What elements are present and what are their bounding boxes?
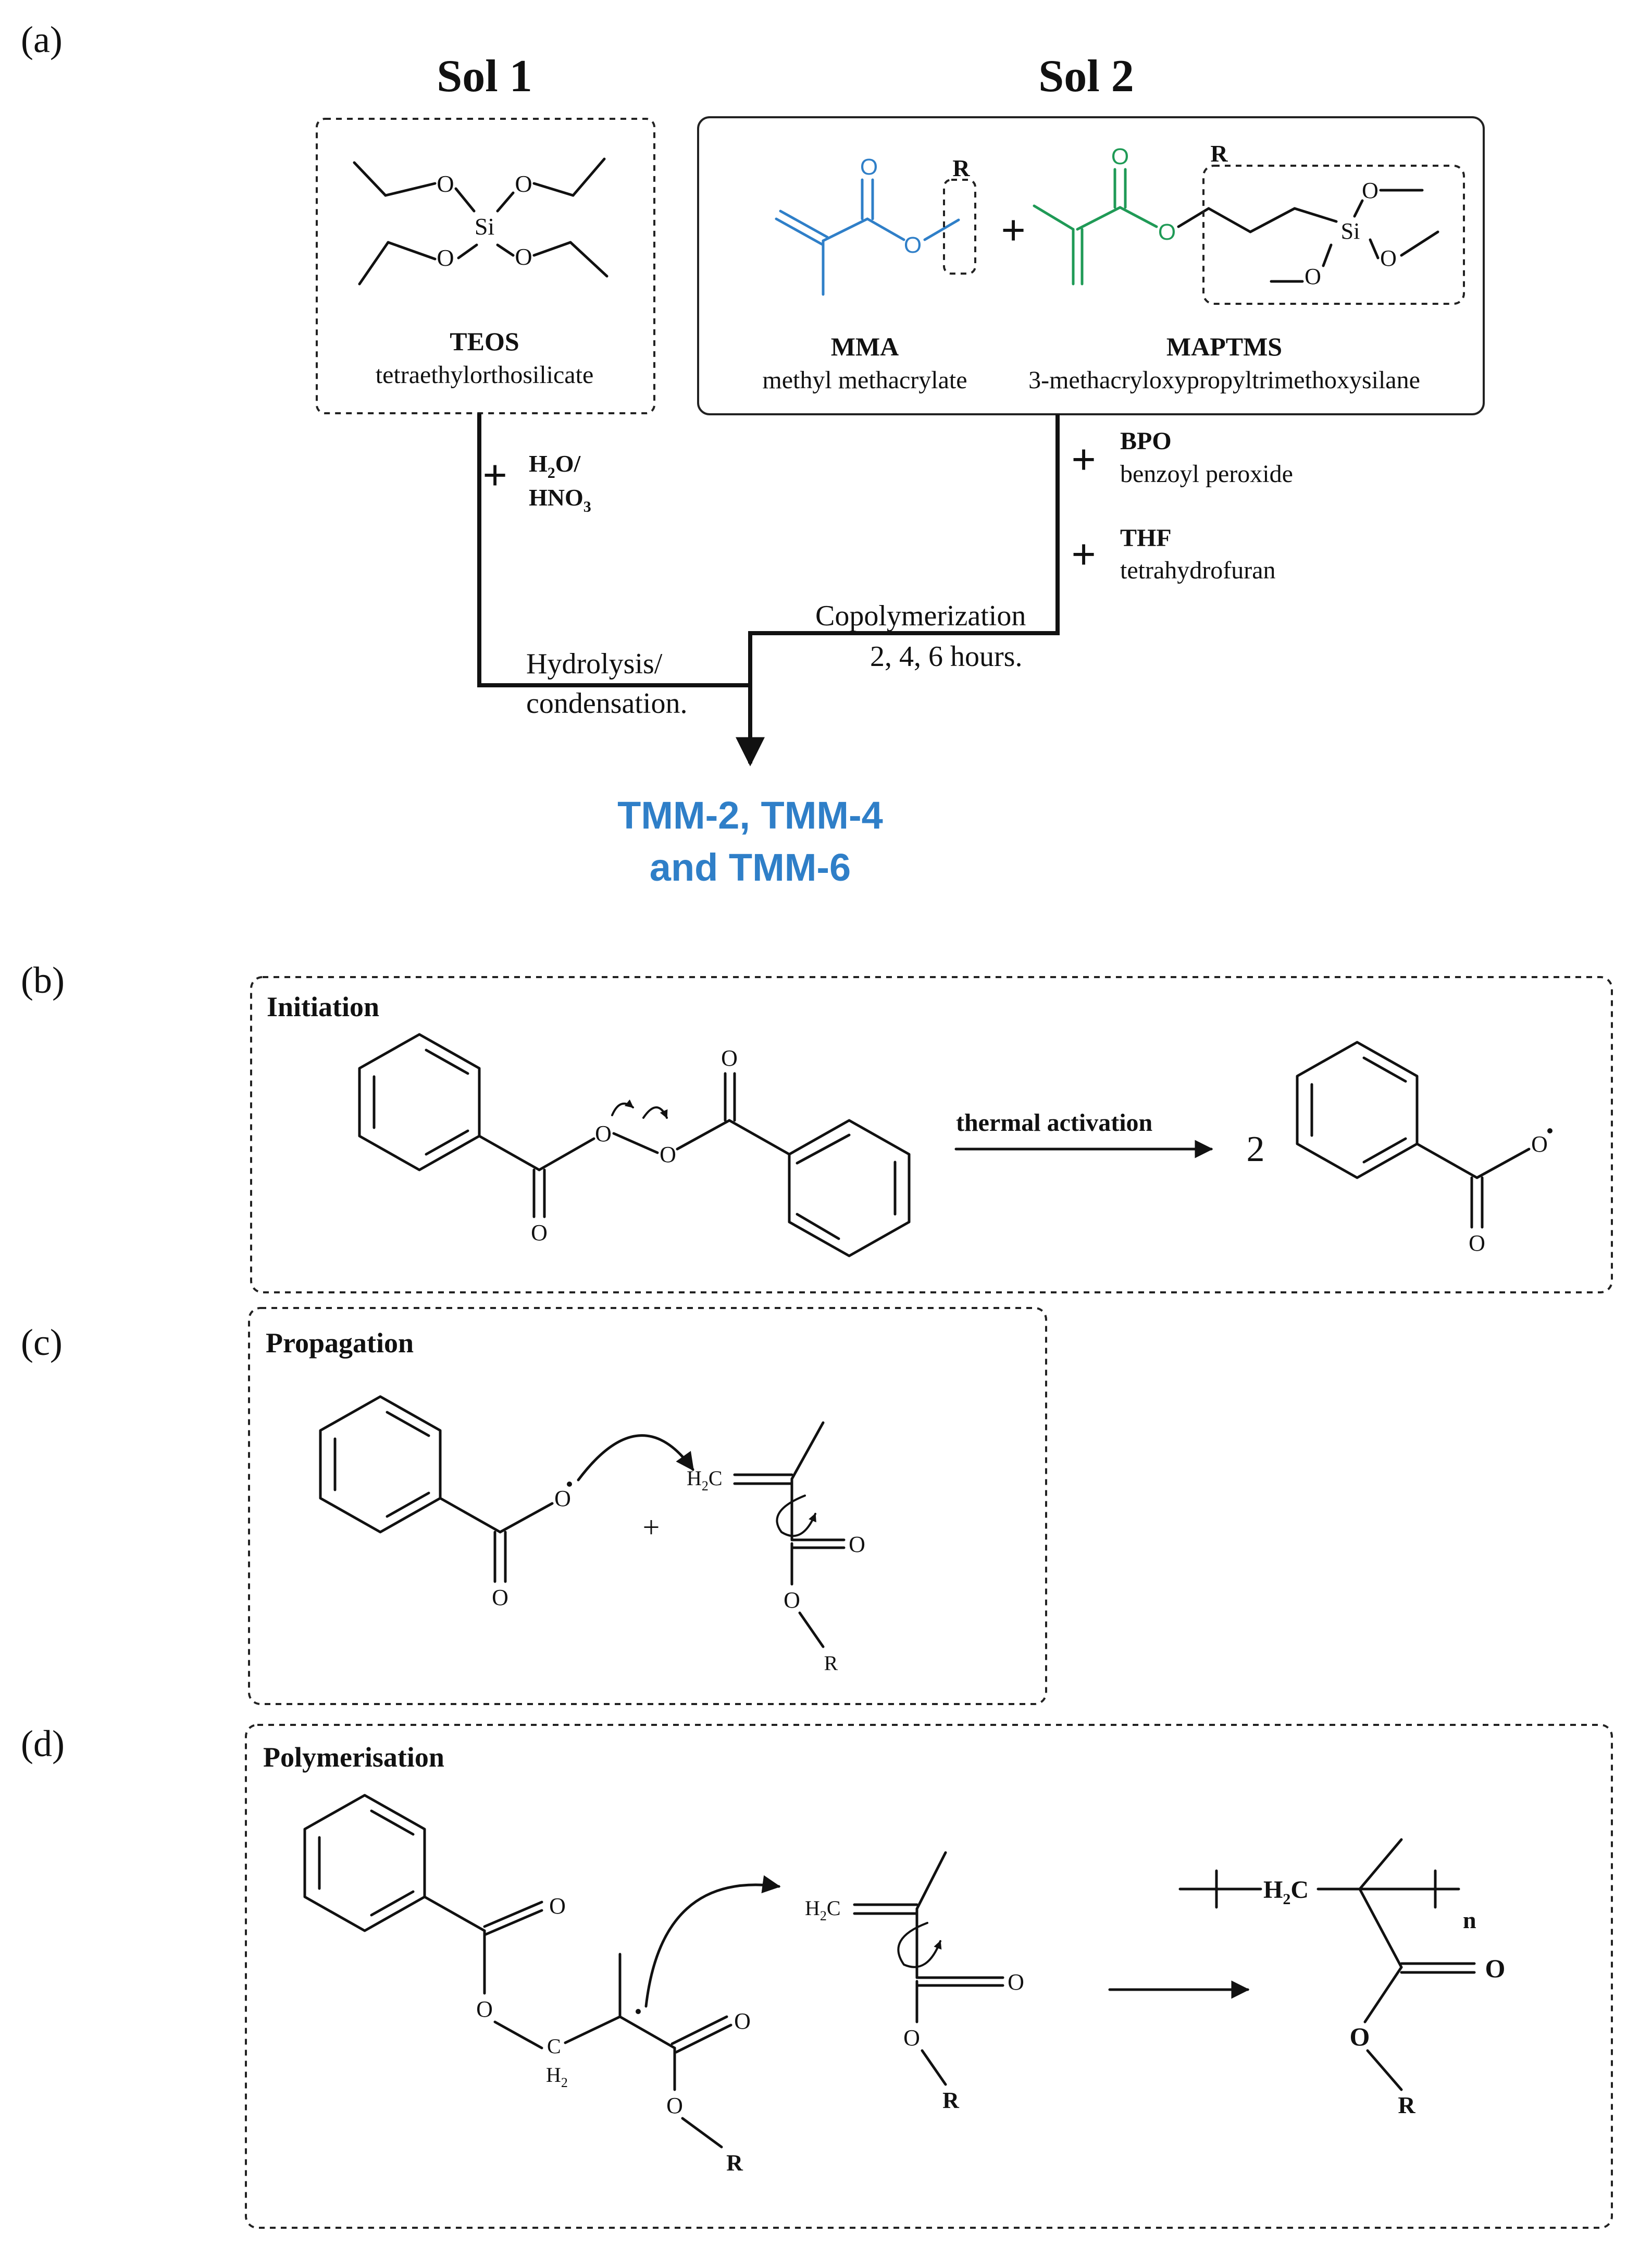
maptms-r-box [1202, 165, 1465, 305]
h2c-label: H2C [805, 1896, 841, 1923]
propagation-plus: + [643, 1510, 660, 1544]
atom-o: O [1008, 1969, 1024, 1995]
polymerisation-box [245, 1724, 1613, 2229]
maptms-name: MAPTMS [1166, 332, 1282, 361]
teos-structure: O O Si O O [353, 157, 608, 286]
mma-full-name: methyl methacrylate [762, 366, 967, 394]
benzoyloxy-radical: O O [1296, 1041, 1552, 1256]
atom-o: O [531, 1220, 548, 1245]
teos-name: TEOS [450, 327, 519, 356]
atom-o: O [437, 244, 454, 271]
product-line2: and TMM-6 [650, 846, 851, 889]
atom-o: O [515, 170, 532, 197]
atom-o: O [734, 2008, 751, 2034]
ch2-label: C [547, 2034, 561, 2058]
mma-name: MMA [831, 332, 899, 361]
h2c-label: H2C [687, 1466, 723, 1494]
atom-si: Si [475, 213, 494, 240]
polymerisation-title: Polymerisation [263, 1742, 444, 1773]
atom-o: O [1111, 144, 1129, 169]
atom-r: R [824, 1651, 838, 1675]
bpo-name: BPO [1120, 427, 1172, 455]
propagation-monomer: H2C O O R [687, 1421, 865, 1675]
propagation-radical: O O [319, 1395, 572, 1610]
atom-o: O [1158, 219, 1176, 245]
atom-o: O [784, 1587, 800, 1613]
polymerisation-attack-arrow [644, 1875, 781, 2008]
sol1-box [316, 118, 655, 414]
propagation-box [248, 1307, 1047, 1705]
initiation-box [250, 976, 1613, 1293]
thf-full-name: tetrahydrofuran [1120, 557, 1276, 584]
propagation-attack-arrow [577, 1434, 694, 1482]
sol1-title: Sol 1 [437, 51, 532, 102]
atom-o: O [1305, 264, 1321, 289]
bpo-plus: + [1071, 436, 1096, 484]
atom-o: O [1485, 1954, 1506, 1983]
product-line1: TMM-2, TMM-4 [617, 794, 883, 837]
sol2-step-line1: Copolymerization [815, 600, 1026, 632]
atom-o: O [515, 243, 532, 270]
maptms-structure: O O O Si O O [1033, 144, 1439, 289]
atom-o: O [1380, 245, 1397, 271]
panel-label-b: (b) [21, 959, 65, 1001]
atom-o: O [437, 170, 454, 197]
thf-name: THF [1120, 524, 1172, 552]
atom-o: O [549, 1893, 566, 1919]
sol2-step-line2: 2, 4, 6 hours. [870, 640, 1022, 673]
sol2-title: Sol 2 [1038, 51, 1134, 102]
initiation-title: Initiation [267, 991, 379, 1022]
atom-o: O [1531, 1131, 1548, 1157]
mma-r-label: R [952, 155, 970, 181]
mma-structure: O O [775, 154, 960, 296]
atom-o: O [903, 2025, 920, 2051]
maptms-r-label: R [1210, 140, 1228, 167]
thermal-activation-label: thermal activation [956, 1109, 1152, 1137]
teos-full-name: tetraethylorthosilicate [376, 361, 594, 389]
atom-o: O [660, 1142, 676, 1167]
mma-r-box [943, 179, 976, 275]
atom-o: O [595, 1121, 612, 1146]
sol1-reagent-line1: H2O/ [529, 450, 581, 482]
flow-lines [477, 413, 1060, 767]
maptms-full-name: 3-methacryloxypropyltrimethoxysilane [1028, 366, 1420, 394]
panel-label-d: (d) [21, 1723, 65, 1764]
thf-plus: + [1071, 530, 1096, 579]
bpo-full-name: benzoyl peroxide [1120, 460, 1293, 488]
atom-o: O [721, 1045, 738, 1071]
atom-o: O [904, 232, 922, 258]
atom-o: O [1469, 1230, 1485, 1256]
atom-o: O [492, 1585, 508, 1610]
pmma-repeat-unit: H2C n O O R [1178, 1838, 1506, 2118]
atom-o: O [554, 1486, 571, 1511]
growing-chain-radical: O O C H2 O O R [303, 1794, 751, 2176]
repeat-h2c: H2C [1263, 1876, 1309, 1908]
atom-o: O [476, 1996, 493, 2022]
atom-r: R [942, 2088, 960, 2113]
atom-o: O [1350, 2022, 1370, 2051]
repeat-n: n [1463, 1907, 1476, 1933]
sol1-step-line2: condensation. [526, 687, 687, 720]
atom-o: O [666, 2093, 683, 2118]
atom-r: R [726, 2150, 743, 2176]
sol2-plus: + [1001, 206, 1026, 255]
sol1-reagent-plus: + [482, 451, 507, 500]
atom-r: R [1398, 2092, 1415, 2118]
atom-o: O [860, 154, 878, 180]
sol1-reagent-line2: HNO3 [529, 484, 591, 515]
bpo-structure: O O O O [358, 1033, 911, 1257]
sol2-box [697, 116, 1485, 415]
polymerisation-monomer: H2C O O R [805, 1851, 1024, 2113]
coefficient-2: 2 [1247, 1129, 1265, 1169]
atom-o: O [1362, 178, 1378, 203]
atom-o: O [849, 1532, 865, 1557]
ch2-h-label: H2 [546, 2063, 568, 2090]
atom-si: Si [1341, 218, 1360, 244]
panel-label-c: (c) [21, 1322, 63, 1363]
panel-label-a: (a) [21, 19, 63, 60]
sol1-step-line1: Hydrolysis/ [526, 648, 663, 680]
propagation-title: Propagation [266, 1327, 414, 1359]
